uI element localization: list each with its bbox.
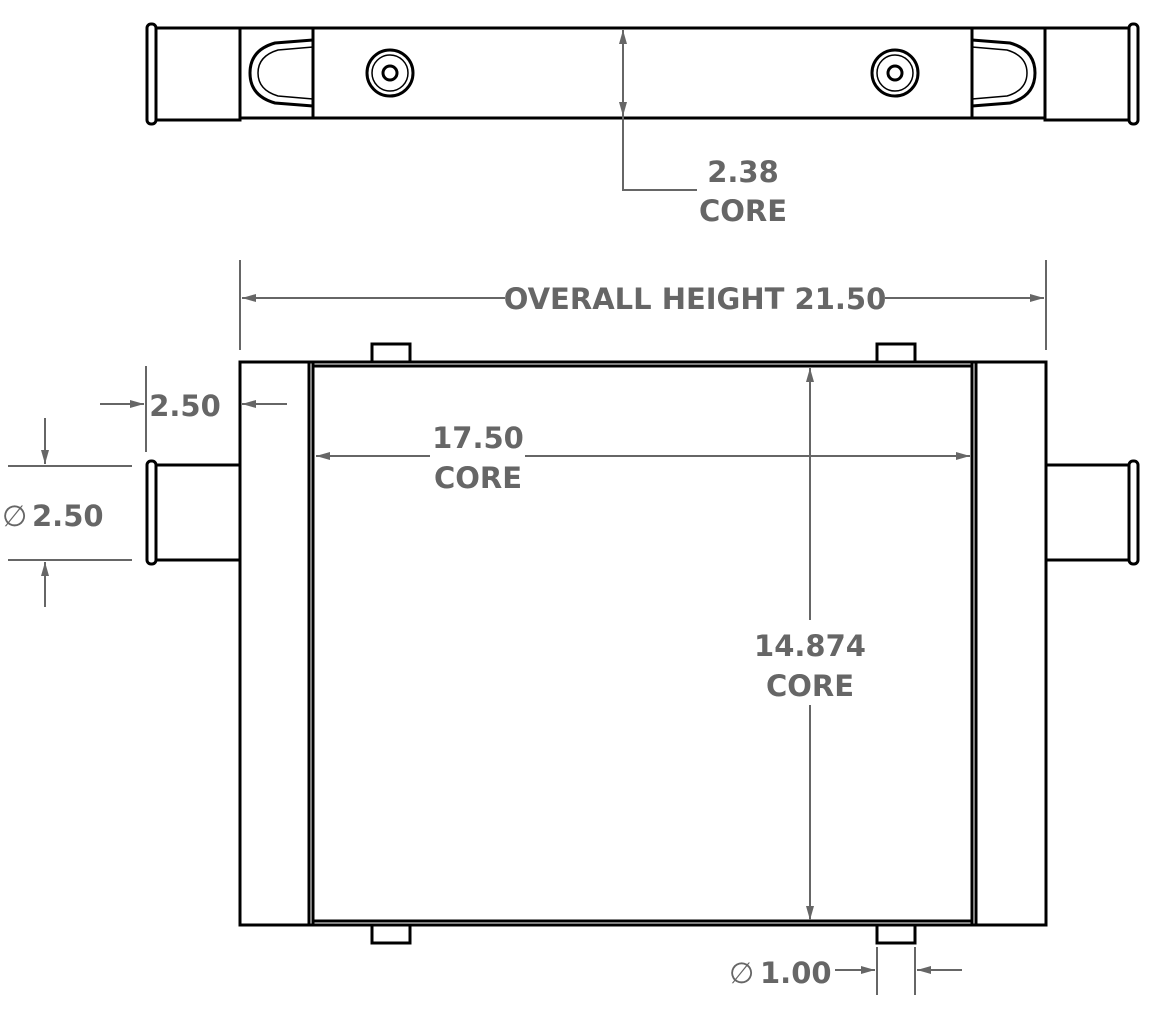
right-bracket [971,38,1037,108]
mount-tab [370,342,412,364]
mount-hole-right [870,48,920,98]
core-width-value: 17.50 [432,421,524,455]
mount-tab [875,342,917,364]
diameter-symbol: ∅ [2,499,27,533]
core-height-value: 14.874 [754,629,866,663]
core-depth-value: 2.38 [707,155,779,189]
diameter-symbol: ∅ [729,956,754,990]
mount-tab [875,923,917,945]
inlet-pipe [150,463,242,562]
core-height-dimension: 14.874 CORE [754,368,866,920]
inlet-diameter-value: 2.50 [32,499,104,533]
mount-diameter-value: 1.00 [760,956,832,990]
right-tank-edge [970,360,978,927]
mount-hole-left [365,48,415,98]
overall-height-dimension: OVERALL HEIGHT 21.50 [239,260,1047,350]
left-bracket [248,38,314,108]
core [311,364,974,923]
inlet-diameter-dimension: ∅ 2.50 [2,418,132,607]
core-depth-note: CORE [699,194,787,228]
mount-tab [370,923,412,945]
core-width-dimension: 17.50 CORE [316,421,970,495]
core-width-note: CORE [434,461,522,495]
radiator-outline [238,360,1048,927]
left-pipe-bead [145,22,158,126]
core-height-note: CORE [766,669,854,703]
front-view: OVERALL HEIGHT 21.50 2.50 ∅ 2.50 17.50 C… [2,260,1140,995]
core-depth-dimension: 2.38 CORE [619,30,787,228]
mount-diameter-dimension: ∅ 1.00 [729,947,962,995]
top-view: 2.38 CORE [145,22,1140,228]
overall-height-label: OVERALL HEIGHT 21.50 [504,282,887,316]
tank-width-dimension: 2.50 [100,366,287,452]
right-pipe-bead [1127,22,1140,126]
tank-width-value: 2.50 [149,389,221,423]
left-pipe [150,26,242,122]
outlet-pipe [1044,463,1136,562]
right-pipe [1043,26,1135,122]
